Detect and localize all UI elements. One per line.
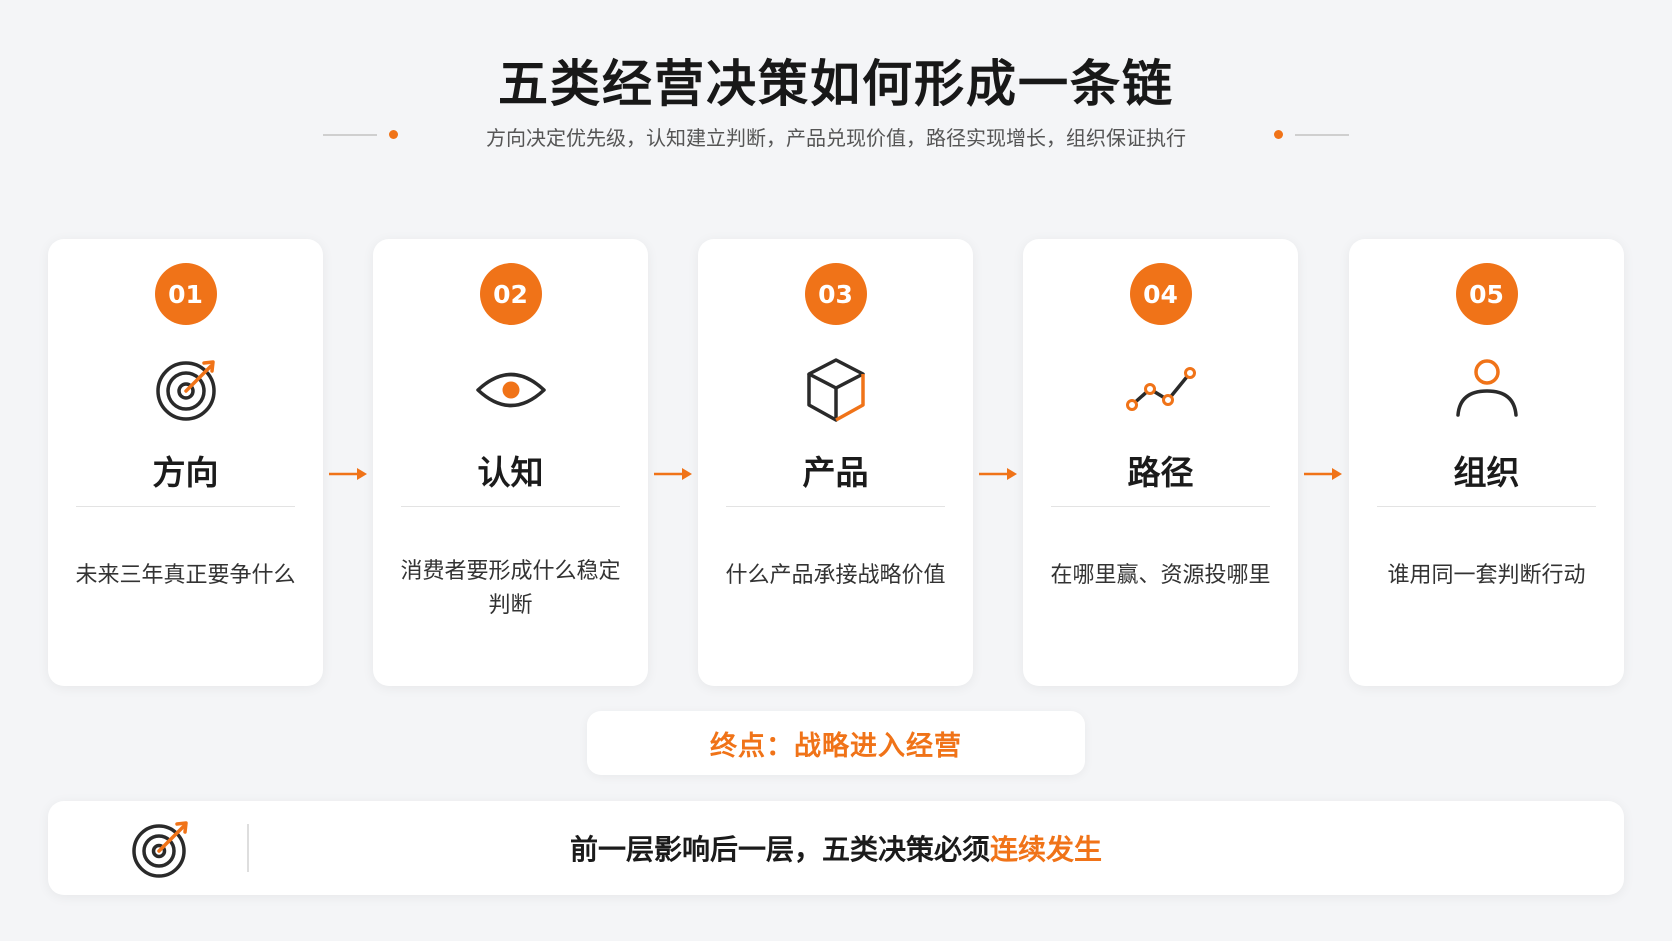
trend-line-icon xyxy=(1124,353,1198,427)
subtitle-left-dot xyxy=(389,130,398,139)
step-number: 01 xyxy=(154,263,217,325)
step-title: 组织 xyxy=(1453,453,1520,492)
subtitle-left-line xyxy=(323,134,377,136)
endpoint-badge: 终点：战略进入经营 xyxy=(587,711,1085,775)
step-number: 03 xyxy=(804,263,867,325)
conclusion-bar: 前一层影响后一层，五类决策必须连续发生 xyxy=(48,801,1624,895)
page-subtitle: 方向决定优先级，认知建立判断，产品兑现价值，路径实现增长，组织保证执行 xyxy=(486,126,1186,150)
card-divider xyxy=(726,506,945,507)
arrow-right-icon xyxy=(652,464,694,484)
step-description: 消费者要形成什么稳定判断 xyxy=(400,559,621,618)
vertical-divider xyxy=(247,824,249,872)
subtitle-right-line xyxy=(1295,134,1349,136)
eye-icon xyxy=(474,353,548,427)
person-icon xyxy=(1450,353,1524,427)
step-number: 02 xyxy=(479,263,542,325)
step-card-organization: 05 组织 谁用同一套判断行动 xyxy=(1349,239,1624,686)
conclusion-main: 前一层影响后一层，五类决策必须 xyxy=(569,833,990,866)
arrow-right-icon xyxy=(1302,464,1344,484)
step-title: 路径 xyxy=(1127,453,1194,492)
step-description: 谁用同一套判断行动 xyxy=(1387,563,1586,588)
conclusion-text: 前一层影响后一层，五类决策必须连续发生 xyxy=(48,801,1624,895)
cube-icon xyxy=(799,353,873,427)
step-description: 未来三年真正要争什么 xyxy=(75,563,296,588)
arrow-right-icon xyxy=(327,464,369,484)
card-divider xyxy=(76,506,295,507)
step-card-direction: 01 方向 未来三年真正要争什么 xyxy=(48,239,323,686)
target-icon xyxy=(149,353,223,427)
conclusion-highlight: 连续发生 xyxy=(990,833,1103,866)
step-card-product: 03 产品 什么产品承接战略价值 xyxy=(698,239,973,686)
subtitle-row: 方向决定优先级，认知建立判断，产品兑现价值，路径实现增长，组织保证执行 xyxy=(0,120,1672,150)
target-icon xyxy=(130,818,192,880)
card-divider xyxy=(1051,506,1270,507)
subtitle-right-dot xyxy=(1274,130,1283,139)
card-divider xyxy=(401,506,620,507)
step-card-path: 04 路径 在哪里赢、资源投哪里 xyxy=(1023,239,1298,686)
step-description: 在哪里赢、资源投哪里 xyxy=(1050,563,1271,588)
card-divider xyxy=(1377,506,1596,507)
step-description: 什么产品承接战略价值 xyxy=(725,563,946,588)
step-title: 方向 xyxy=(152,453,219,492)
step-title: 产品 xyxy=(802,453,869,492)
arrow-right-icon xyxy=(977,464,1019,484)
step-number: 04 xyxy=(1129,263,1192,325)
step-number: 05 xyxy=(1455,263,1518,325)
step-title: 认知 xyxy=(477,453,544,492)
step-card-cognition: 02 认知 消费者要形成什么稳定判断 xyxy=(373,239,648,686)
page-title: 五类经营决策如何形成一条链 xyxy=(498,55,1174,113)
